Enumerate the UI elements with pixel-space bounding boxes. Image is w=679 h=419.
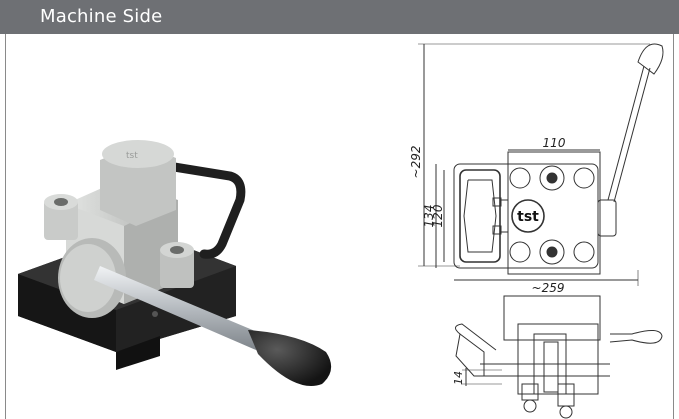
dim-label-side-offset: 14 bbox=[452, 371, 465, 385]
carry-handle bbox=[163, 161, 246, 259]
section-title: Machine Side bbox=[40, 6, 163, 27]
lever-knob bbox=[248, 330, 332, 386]
top-view-lever bbox=[607, 43, 664, 203]
dimension-overall-height bbox=[418, 43, 650, 267]
dim-label-body-width: 110 bbox=[543, 136, 566, 150]
frame-border-right bbox=[673, 34, 674, 419]
dim-label-overall-height: ~292 bbox=[409, 146, 423, 179]
valve-body: tst bbox=[44, 140, 194, 318]
frame-border-left bbox=[5, 34, 6, 419]
dim-label-height-inner: 120 bbox=[431, 204, 445, 227]
section-header: Machine Side bbox=[0, 0, 679, 34]
technical-drawing: ~292 110 134 120 ~259 14 tst bbox=[409, 43, 664, 419]
top-view-body bbox=[453, 151, 617, 275]
dim-label-height-outer: 134 bbox=[422, 205, 436, 228]
svg-text:tst: tst bbox=[126, 151, 138, 161]
dim-label-overall-length: ~259 bbox=[532, 281, 565, 295]
lever-arm bbox=[94, 266, 262, 350]
product-logo-text: tst bbox=[517, 209, 539, 225]
product-render-image: tst bbox=[18, 140, 332, 386]
side-view bbox=[455, 295, 663, 419]
